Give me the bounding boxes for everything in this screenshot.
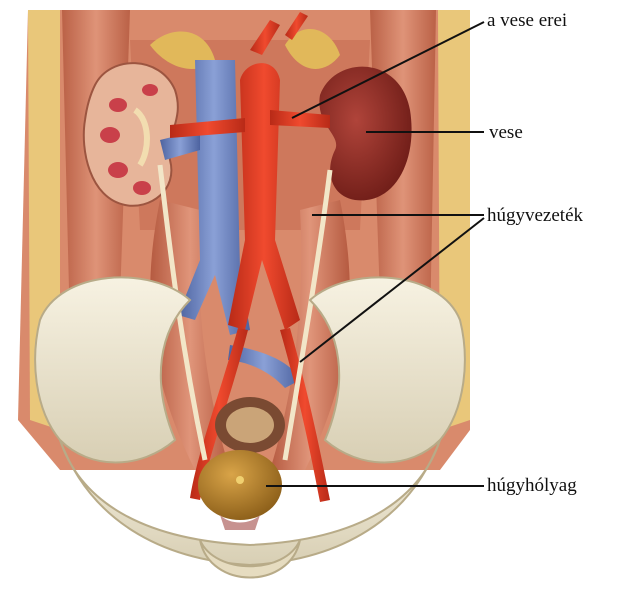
label-ureter: húgyvezeték bbox=[487, 206, 583, 225]
label-bladder: húgyhólyag bbox=[487, 476, 577, 495]
rectum bbox=[215, 397, 285, 453]
bladder bbox=[198, 450, 282, 530]
label-kidney: vese bbox=[489, 123, 523, 142]
label-renal-vessels: a vese erei bbox=[487, 11, 567, 30]
